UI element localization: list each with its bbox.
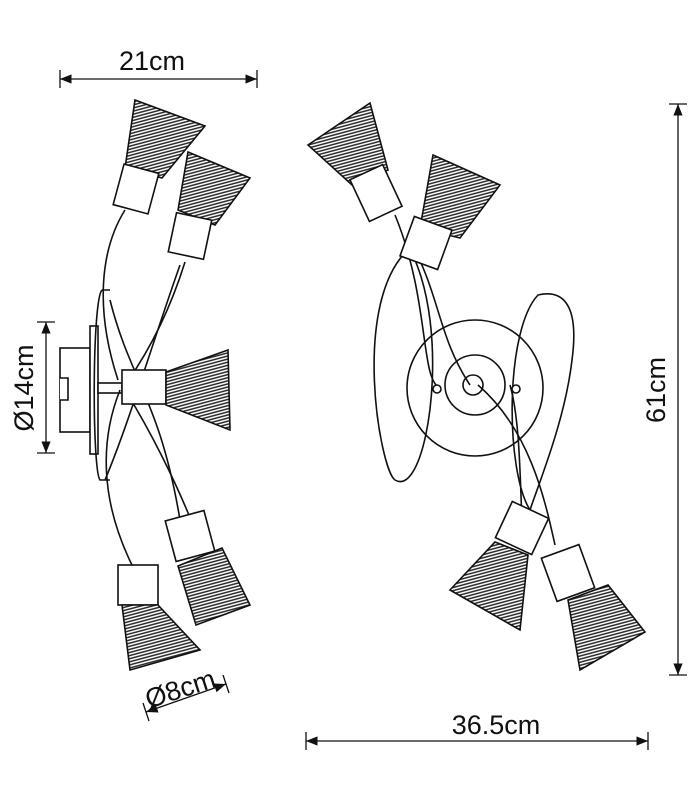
lamp-bottom-left: [117, 564, 202, 672]
front-arm-b: [414, 249, 471, 386]
side-connector: [97, 382, 123, 394]
front-socket-bottom-right: [540, 543, 596, 603]
shade-bottom-left: [121, 604, 202, 672]
label-width-top: 21cm: [119, 46, 185, 76]
label-diameter-base: Ø14cm: [9, 344, 39, 431]
front-shade-bottom-left: [448, 541, 529, 632]
front-shade-bottom-right: [567, 584, 647, 672]
front-lamp-top-right: [398, 153, 502, 271]
shade-middle: [165, 348, 231, 432]
dim-line-shade: [145, 683, 227, 713]
front-arm-d: [477, 384, 556, 546]
loop-right: [511, 293, 575, 512]
arm-cross: [109, 299, 181, 521]
shade-top-right: [177, 150, 252, 226]
lamp-bottom-right: [164, 509, 252, 627]
lamp-middle: [121, 348, 231, 432]
shade-top-left: [124, 98, 207, 179]
front-view: [306, 101, 647, 672]
front-socket-top-right: [398, 215, 454, 271]
arm-top-left: [102, 209, 126, 381]
socket-top-right: [167, 211, 213, 261]
socket-bottom-right: [164, 509, 216, 563]
side-view: [59, 98, 252, 672]
label-diameter-shade: Ø8cm: [141, 664, 219, 715]
label-height-right: 61cm: [641, 357, 671, 423]
front-socket-top-left: [348, 163, 404, 223]
socket-bottom-left: [117, 564, 159, 606]
front-hub-inner: [462, 374, 484, 396]
dimension-lines: [37, 70, 687, 750]
shade-bottom-right: [177, 546, 252, 627]
label-width-bottom: 36.5cm: [452, 710, 541, 740]
front-lamp-bottom-left: [448, 500, 550, 632]
socket-top-left: [112, 163, 160, 215]
socket-middle: [121, 369, 167, 405]
front-socket-bottom-left: [494, 500, 550, 556]
front-lamp-bottom-right: [540, 543, 647, 672]
front-joint-right: [511, 384, 521, 394]
lamp-top-right: [167, 150, 252, 261]
arm-bottom-left: [105, 389, 133, 566]
dim-tick-shade-left: [142, 702, 150, 722]
front-shade-top-left: [306, 101, 389, 186]
loop-left: [373, 246, 434, 483]
front-joint-left: [432, 384, 442, 394]
front-lamp-top-left: [306, 101, 404, 223]
dim-tick-shade-right: [222, 674, 230, 694]
arm-top-right: [124, 261, 186, 386]
front-shade-top-right: [419, 153, 502, 239]
plate-slot: [60, 377, 69, 401]
lamp-top-left: [112, 98, 207, 215]
